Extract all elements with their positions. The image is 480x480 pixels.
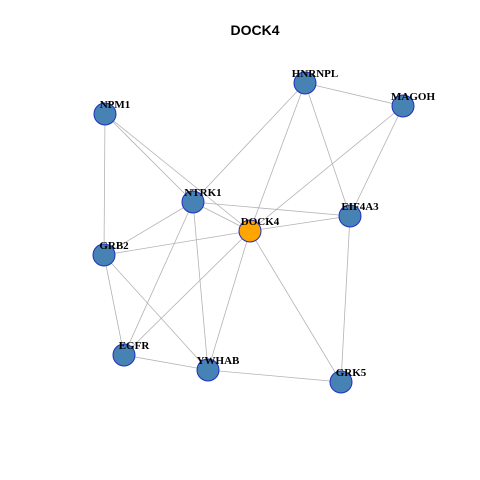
node-label-egfr: EGFR <box>119 340 151 352</box>
edge-ntrk1-eif4a3 <box>192 201 351 217</box>
node-circle-npm1 <box>93 102 117 126</box>
node-circle-dock4 <box>238 219 262 243</box>
diagram-title: DOCK4 <box>230 22 279 38</box>
node-circle-grk5 <box>329 370 353 394</box>
node-grk5: GRK5 <box>329 367 367 394</box>
edge-ntrk1-ywhab <box>192 201 209 371</box>
edge-magoh-dock4 <box>249 105 404 232</box>
edge-hnrnpl-magoh <box>304 82 404 107</box>
node-circle-ywhab <box>196 358 220 382</box>
node-eif4a3: EIF4A3 <box>338 201 379 228</box>
edge-dock4-egfr <box>123 230 251 356</box>
edge-dock4-eif4a3 <box>249 215 351 232</box>
node-label-eif4a3: EIF4A3 <box>341 201 379 213</box>
edge-grb2-ywhab <box>103 254 209 371</box>
edge-layer <box>103 82 404 383</box>
node-circle-eif4a3 <box>338 204 362 228</box>
node-egfr: EGFR <box>112 340 151 367</box>
edge-egfr-ywhab <box>123 354 209 371</box>
node-label-grb2: GRB2 <box>99 240 129 252</box>
node-label-hnrnpl: HNRNPL <box>292 68 338 80</box>
node-label-magoh: MAGOH <box>391 91 435 103</box>
edge-hnrnpl-ntrk1 <box>192 82 306 203</box>
node-ntrk1: NTRK1 <box>181 187 222 214</box>
node-circle-egfr <box>112 343 136 367</box>
node-ywhab: YWHAB <box>196 355 240 382</box>
node-label-npm1: NPM1 <box>100 99 131 111</box>
node-label-grk5: GRK5 <box>336 367 367 379</box>
edge-dock4-grk5 <box>249 230 342 383</box>
node-label-ywhab: YWHAB <box>197 355 240 367</box>
node-circle-grb2 <box>92 243 116 267</box>
edge-dock4-grb2 <box>103 230 251 256</box>
edge-npm1-grb2 <box>103 113 106 256</box>
edge-dock4-ywhab <box>207 230 251 371</box>
edge-magoh-eif4a3 <box>349 105 404 217</box>
node-label-ntrk1: NTRK1 <box>184 187 221 199</box>
edge-ywhab-grk5 <box>207 369 342 383</box>
edge-npm1-ntrk1 <box>104 113 194 203</box>
node-label-dock4: DOCK4 <box>241 216 280 228</box>
edge-grb2-egfr <box>103 254 125 356</box>
edge-hnrnpl-eif4a3 <box>304 82 351 217</box>
node-circle-magoh <box>391 94 415 118</box>
node-grb2: GRB2 <box>92 240 129 267</box>
node-npm1: NPM1 <box>93 99 131 126</box>
node-circle-ntrk1 <box>181 190 205 214</box>
node-magoh: MAGOH <box>391 91 435 118</box>
node-circle-hnrnpl <box>293 71 317 95</box>
node-dock4: DOCK4 <box>238 216 280 243</box>
node-hnrnpl: HNRNPL <box>292 68 338 95</box>
edge-ntrk1-grb2 <box>103 201 194 256</box>
edge-ntrk1-egfr <box>123 201 194 356</box>
edge-eif4a3-grk5 <box>340 215 351 383</box>
edge-hnrnpl-dock4 <box>249 82 306 232</box>
edge-npm1-dock4 <box>104 113 251 232</box>
